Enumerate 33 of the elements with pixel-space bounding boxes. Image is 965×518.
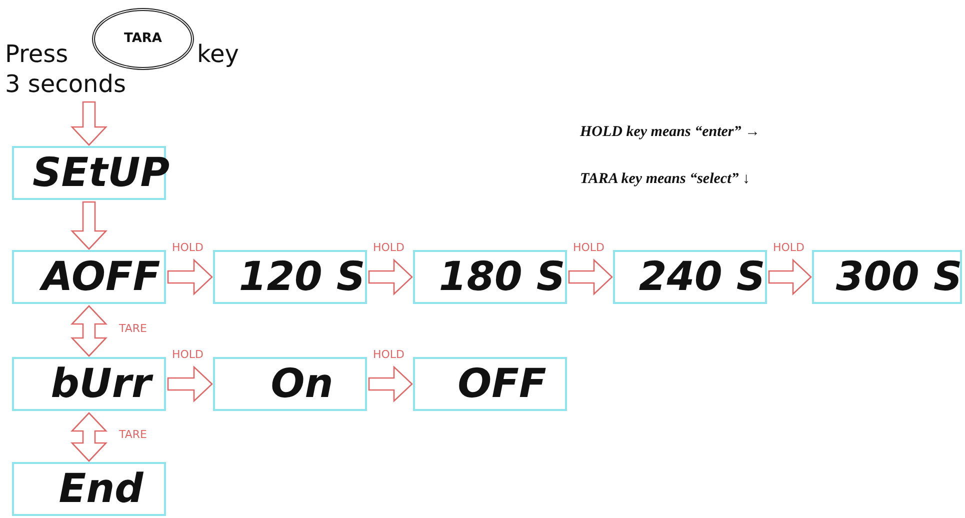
instruction-text: Press (5, 42, 68, 66)
block-arrow (167, 258, 213, 296)
block-arrow (70, 305, 108, 357)
block-arrow (368, 258, 413, 296)
lcd-display: 300 S (812, 250, 962, 304)
instruction-text: key (197, 42, 240, 66)
lcd-display: 180 S (413, 250, 567, 304)
edge-label: HOLD (373, 242, 405, 253)
edge-label: HOLD (573, 242, 605, 253)
block-arrow (568, 258, 613, 296)
instruction-text: 3 seconds (5, 72, 126, 96)
edge-label: HOLD (373, 349, 405, 360)
edge-label: TARE (119, 429, 147, 440)
lcd-display: 240 S (613, 250, 767, 304)
lcd-display: End (12, 462, 166, 516)
edge-label: TARE (119, 323, 147, 334)
block-arrow (70, 201, 108, 250)
lcd-display: AOFF (12, 250, 166, 304)
block-arrow (70, 412, 108, 462)
block-arrow (70, 101, 108, 146)
lcd-display: On (213, 357, 367, 411)
edge-label: HOLD (773, 242, 805, 253)
key-button: TARA (92, 8, 194, 70)
note-text: TARA key means “select” ↓ (580, 172, 750, 187)
lcd-display: bUrr (12, 357, 166, 411)
block-arrow (368, 366, 413, 402)
lcd-display: OFF (413, 357, 567, 411)
note-text: HOLD key means “enter” → (580, 125, 760, 140)
edge-label: HOLD (172, 242, 204, 253)
block-arrow (167, 366, 213, 402)
block-arrow (768, 258, 812, 296)
lcd-display: 120 S (213, 250, 367, 304)
edge-label: HOLD (172, 349, 204, 360)
